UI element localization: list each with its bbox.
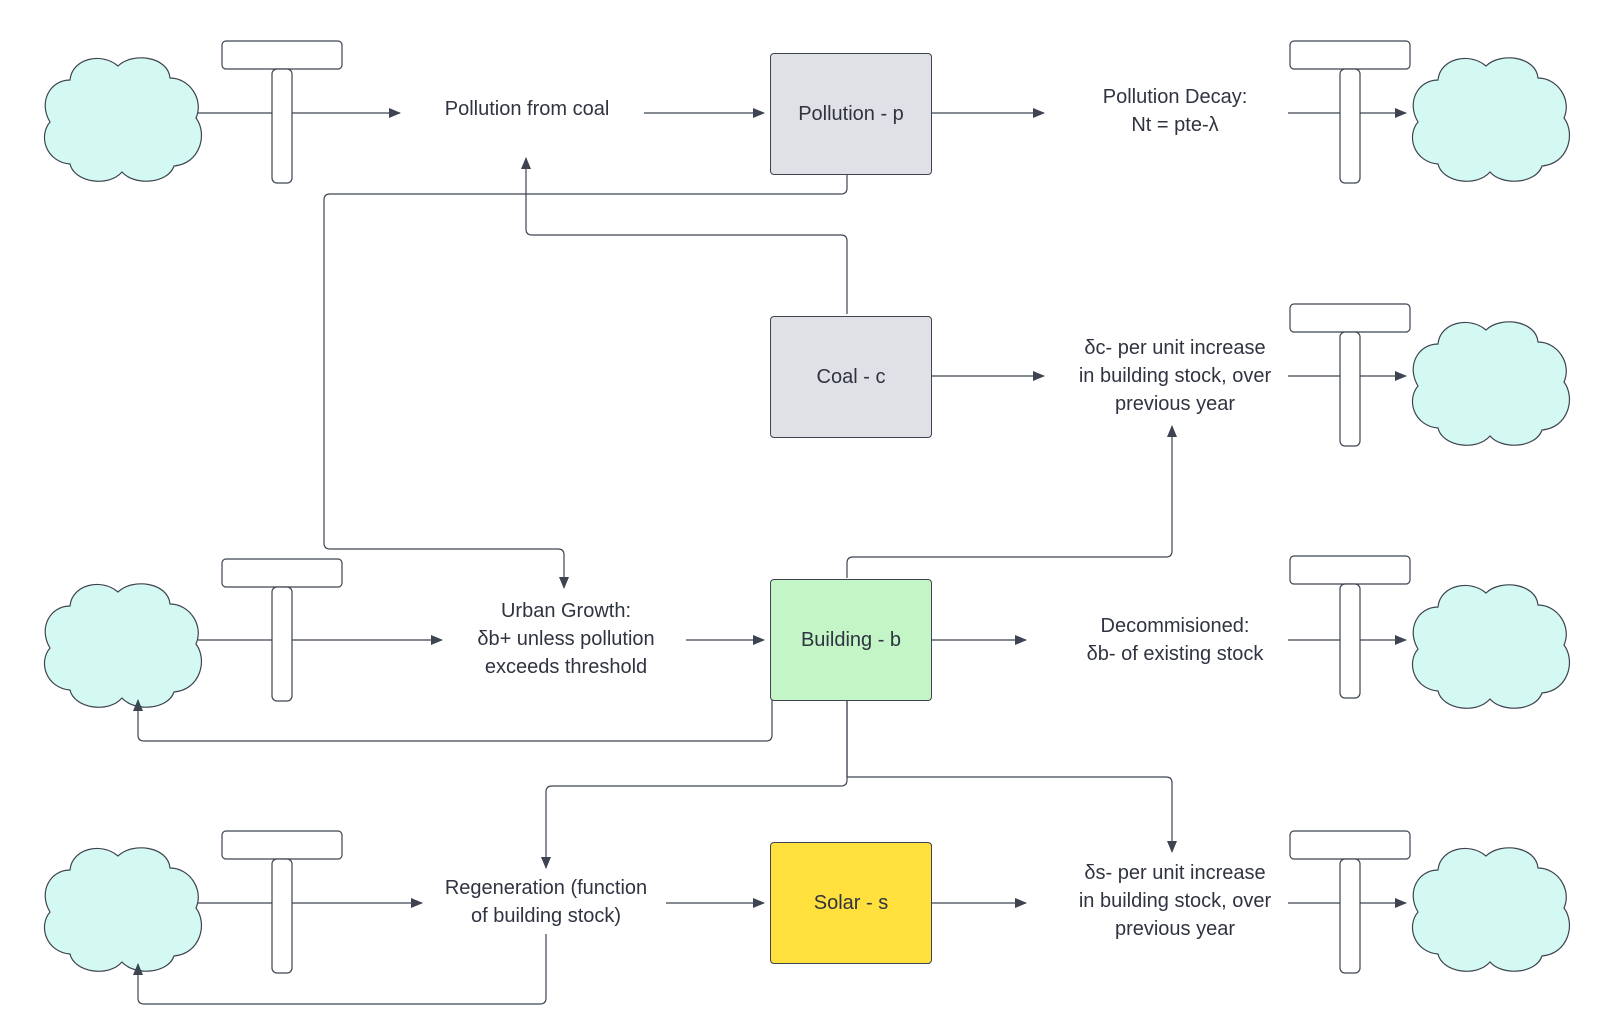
flow-label-line: δb- of existing stock — [1086, 643, 1264, 665]
sink-cloud-building — [1411, 584, 1571, 709]
sink-cloud-pollution — [1411, 57, 1571, 182]
link-building-to-solar-outflow — [846, 700, 1177, 853]
flow-label-line: of building stock) — [470, 905, 622, 927]
link-regeneration-to-source-cloud — [133, 934, 547, 1005]
flow-label-line: δc- per unit increase — [1084, 337, 1266, 359]
valve-pollution-outflow — [1289, 40, 1411, 184]
flow-label-line: previous year — [1114, 918, 1236, 940]
flow-label-line: Regeneration (function — [444, 877, 648, 899]
sink-cloud-coal — [1411, 321, 1571, 446]
flow-label-regeneration: Regeneration (function of building stock… — [445, 874, 647, 930]
link-coal-to-pollution-flow — [521, 157, 848, 314]
link-building-to-regeneration — [541, 700, 848, 869]
flow-label-coal-outflow: δc- per unit increase in building stock,… — [1079, 334, 1271, 418]
flow-label-line: Decommisioned: — [1100, 615, 1250, 637]
stock-pollution: Pollution - p — [770, 53, 932, 175]
sink-cloud-solar — [1411, 847, 1571, 972]
flow-label-line: exceeds threshold — [484, 656, 648, 678]
valve-solar-inflow — [221, 830, 343, 974]
source-cloud-pollution — [43, 57, 203, 182]
valve-pollution-inflow — [221, 40, 343, 184]
link-pollution-to-urban-growth — [323, 174, 848, 589]
flow-label-line: in building stock, over — [1078, 890, 1272, 912]
link-building-to-coal-outflow — [846, 425, 1177, 578]
flow-label-line: δs- per unit increase — [1084, 862, 1266, 884]
flow-label-line: Nt = pte-λ — [1131, 114, 1219, 136]
valve-building-inflow — [221, 558, 343, 702]
source-cloud-building — [43, 583, 203, 708]
stock-solar: Solar - s — [770, 842, 932, 964]
flow-label-solar-outflow: δs- per unit increase in building stock,… — [1079, 859, 1271, 943]
valve-coal-outflow — [1289, 303, 1411, 447]
flow-label-line: in building stock, over — [1078, 365, 1272, 387]
flow-label-urban-growth: Urban Growth: δb+ unless pollution excee… — [477, 597, 654, 681]
stock-coal: Coal - c — [770, 316, 932, 438]
flow-label-line: δb+ unless pollution — [477, 628, 655, 650]
flow-label-line: previous year — [1114, 393, 1236, 415]
link-building-to-source-cloud — [133, 699, 773, 742]
flow-label-line: Pollution Decay: — [1102, 86, 1248, 108]
valve-solar-outflow — [1289, 830, 1411, 974]
flow-label-pollution-decay: Pollution Decay: Nt = pte-λ — [1103, 83, 1248, 139]
flow-label-line: Pollution from coal — [444, 98, 610, 120]
flow-label-pollution-from-coal: Pollution from coal — [445, 95, 610, 123]
flow-label-line: Urban Growth: — [500, 600, 632, 622]
stock-building: Building - b — [770, 579, 932, 701]
valve-building-outflow — [1289, 555, 1411, 699]
flow-label-decommissioned: Decommisioned: δb- of existing stock — [1087, 612, 1264, 668]
source-cloud-solar — [43, 847, 203, 972]
